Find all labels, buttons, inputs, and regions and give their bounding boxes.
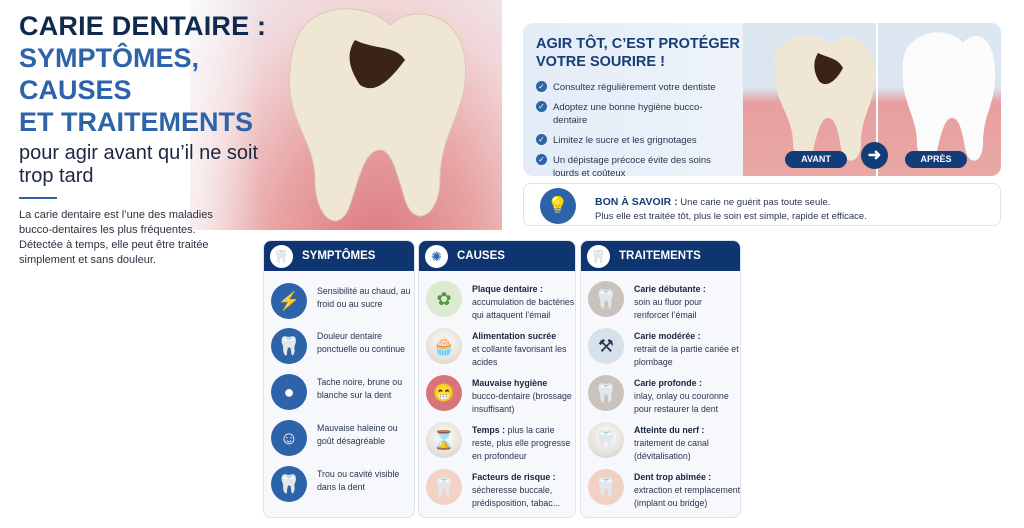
- list-item: ✓Limitez le sucre et les grignotages: [536, 134, 736, 147]
- check-icon: ✓: [536, 101, 547, 112]
- list-item: ✓Un dépistage précoce évite des soins lo…: [536, 154, 716, 176]
- title-line2: SYMPTÔMES, CAUSES: [19, 43, 200, 105]
- divider: [19, 197, 57, 199]
- list-item: 🦷Atteinte du nerf :traitement de canal (…: [588, 422, 739, 463]
- list-item: ⚒Carie modérée :retrait de la partie car…: [588, 328, 739, 369]
- hero-fade: [0, 0, 260, 230]
- list-item: ⌛Temps : plus la carie reste, plus elle …: [426, 422, 572, 463]
- tooth-lightning-icon: ⚡: [271, 283, 307, 319]
- tip-line2: Plus elle est traitée tôt, plus le soin …: [595, 211, 867, 222]
- tip-line1: Une carie ne guérit pas toute seule.: [680, 197, 831, 208]
- after-label: APRÈS: [905, 151, 967, 168]
- symptoms-card: 🦷 SYMPTÔMES ⚡Sensibilité au chaud, au fr…: [263, 240, 415, 518]
- lightbulb-icon: 💡: [540, 188, 576, 224]
- list-item: ●Tache noire, brune ou blanche sur la de…: [271, 374, 414, 410]
- list-item: ✿Plaque dentaire :accumulation de bactér…: [426, 281, 575, 322]
- decayed-tooth-icon: 🦷: [426, 469, 462, 505]
- before-after-divider: [876, 23, 878, 176]
- head-breath-icon: ☺: [271, 420, 307, 456]
- check-icon: ✓: [536, 134, 547, 145]
- treatments-card: 🦷 TRAITEMENTS 🦷Carie débutante :soin au …: [580, 240, 741, 518]
- arrow-right-icon: ➜: [861, 142, 888, 169]
- tip-label: BON À SAVOIR :: [595, 196, 678, 208]
- tooth-nerve-icon: 🦷: [588, 422, 624, 458]
- healthy-tooth-icon: 🦷: [588, 281, 624, 317]
- tooth-spot-icon: ●: [271, 374, 307, 410]
- list-item: ✓Consultez régulièrement votre dentiste: [536, 81, 736, 94]
- before-after-image: [743, 23, 1001, 176]
- list-item: 🦷Dent trop abîmée :extraction et remplac…: [588, 469, 740, 510]
- list-item: 🦷Carie profonde :inlay, onlay ou couronn…: [588, 375, 739, 416]
- tip-box: 💡 BON À SAVOIR : Une carie ne guérit pas…: [523, 183, 1001, 226]
- list-item: 🦷Trou ou cavité visible dans la dent: [271, 466, 414, 502]
- cupcake-icon: 🧁: [426, 328, 462, 364]
- dental-drill-icon: ⚒: [588, 328, 624, 364]
- tooth-icon: 🦷: [268, 243, 295, 270]
- list-item: ⚡Sensibilité au chaud, au froid ou au su…: [271, 283, 414, 319]
- bacteria-icon: ✺: [423, 243, 450, 270]
- crowned-tooth-icon: 🦷: [588, 375, 624, 411]
- causes-card: ✺ CAUSES ✿Plaque dentaire :accumulation …: [418, 240, 576, 518]
- tooth-icon: 🦷: [271, 328, 307, 364]
- check-icon: ✓: [536, 81, 547, 92]
- hourglass-icon: ⌛: [426, 422, 462, 458]
- tooth-cavity-icon: 🦷: [271, 466, 307, 502]
- before-label: AVANT: [785, 151, 847, 168]
- smile-teeth-icon: 😁: [426, 375, 462, 411]
- plaque-bacteria-icon: ✿: [426, 281, 462, 317]
- prevention-panel: AGIR TÔT, C’EST PROTÉGER VOTRE SOURIRE !…: [523, 23, 1001, 176]
- list-item: ✓Adoptez une bonne hygiène bucco-dentair…: [536, 101, 736, 127]
- list-item: 🦷Douleur dentaire ponctuelle ou continue: [271, 328, 414, 364]
- dental-implant-icon: 🦷: [588, 469, 624, 505]
- title-line3: ET TRAITEMENTS: [19, 107, 253, 137]
- list-item: 🦷Facteurs de risque :sécheresse buccale,…: [426, 469, 572, 510]
- prevention-title: AGIR TÔT, C’EST PROTÉGER VOTRE SOURIRE !: [536, 36, 740, 70]
- hero: CARIE DENTAIRE : SYMPTÔMES, CAUSES ET TR…: [19, 10, 299, 268]
- intro-text: La carie dentaire est l’une des maladies…: [19, 209, 213, 266]
- subtitle: pour agir avant qu’il ne soit trop tard: [19, 142, 259, 187]
- list-item: 🦷Carie débutante :soin au fluor pour ren…: [588, 281, 739, 322]
- check-icon: ✓: [536, 154, 547, 165]
- title-line1: CARIE DENTAIRE :: [19, 11, 267, 41]
- prevention-list: ✓Consultez régulièrement votre dentiste …: [536, 81, 736, 176]
- list-item: ☺Mauvaise haleine ou goût désagréable: [271, 420, 414, 456]
- tooth-hands-icon: 🦷: [585, 243, 612, 270]
